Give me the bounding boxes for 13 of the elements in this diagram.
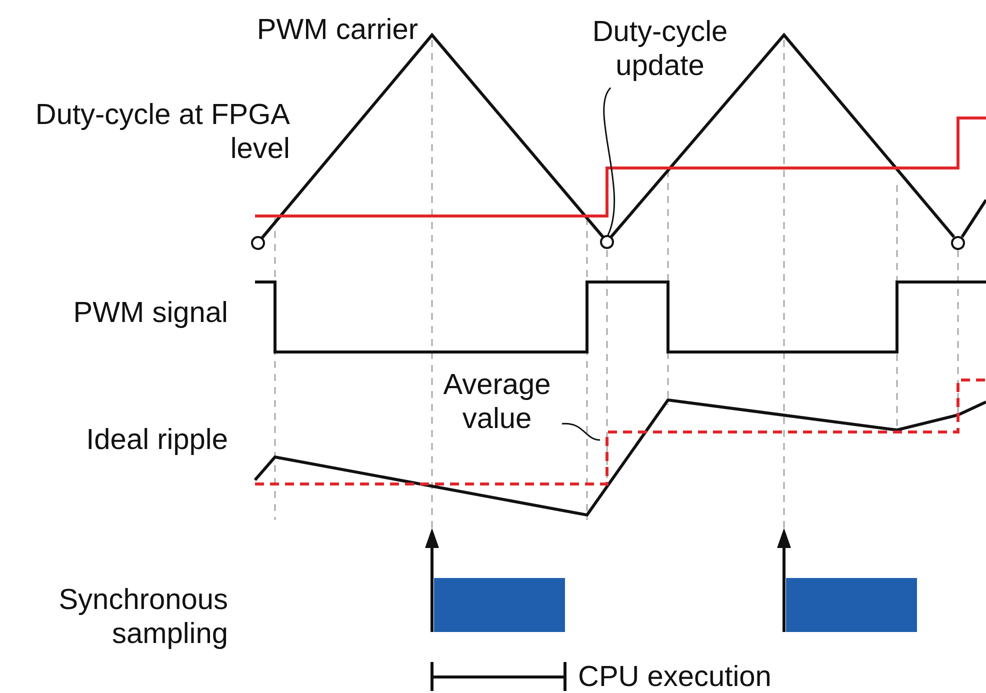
signal-label: Duty-cycle at FPGA level <box>34 98 290 166</box>
sample-point-marker <box>600 235 614 249</box>
signal-label: CPU execution <box>578 660 772 693</box>
sample-point-marker <box>251 236 265 250</box>
sample-point-marker <box>951 236 965 250</box>
signal-label: PWM signal <box>72 296 228 330</box>
signal-label: Synchronous sampling <box>58 583 228 651</box>
signal-label: Ideal ripple <box>85 423 228 457</box>
signal-label: PWM carrier <box>256 13 418 47</box>
annotation-text: Average value <box>432 368 562 436</box>
leader-line <box>603 87 615 236</box>
annotation-text: Duty-cycle update <box>565 15 755 83</box>
leader-line <box>562 422 600 441</box>
